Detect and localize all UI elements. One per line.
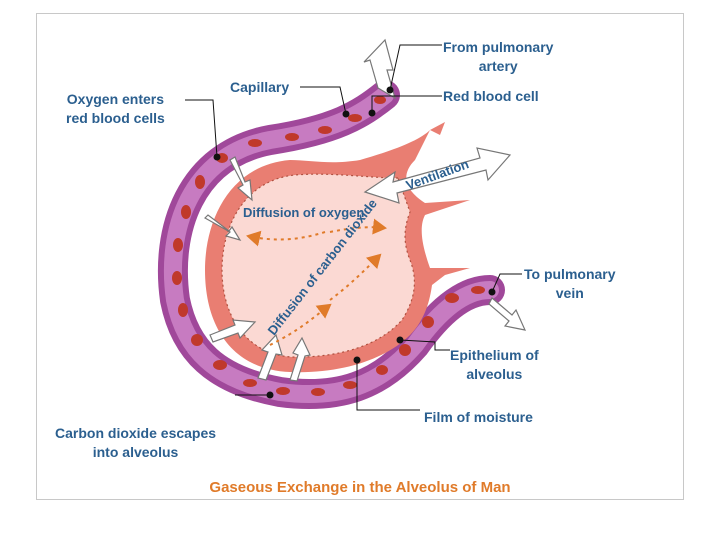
- capillary-label: Capillary: [230, 79, 290, 95]
- red-blood-cells: [172, 96, 485, 396]
- red-blood-cell: [173, 238, 183, 252]
- to-pulmonary-vein-label: To pulmonary vein: [524, 266, 616, 301]
- leader-dot: [213, 153, 221, 161]
- oxygen-in-arrow-2: [204, 214, 242, 242]
- outline-arrows: [204, 38, 527, 382]
- leader-dots: [213, 86, 496, 399]
- co2-diffusion-arrow: [269, 303, 332, 346]
- figure-caption: Gaseous Exchange in the Alveolus of Man: [209, 479, 511, 496]
- red-blood-cell: [471, 286, 485, 294]
- red-blood-cell: [195, 175, 205, 189]
- red-blood-cell: [243, 379, 257, 387]
- leader-epithelium: [399, 339, 450, 351]
- leader-dot: [353, 356, 361, 364]
- leader-dot: [488, 288, 496, 296]
- leader-dot: [386, 86, 394, 94]
- co2-out-arrow-1: [209, 319, 257, 343]
- red-blood-cell: [248, 139, 262, 147]
- oxygen-diffusion-arrow: [246, 230, 326, 247]
- epithelium-label: Epithelium of alveolus: [450, 347, 539, 382]
- red-blood-cell: [191, 334, 203, 346]
- oxygen-in-arrow: [229, 156, 253, 202]
- leader-capillary: [300, 86, 347, 115]
- red-blood-cell: [374, 96, 386, 104]
- leader-oxygen: [185, 99, 218, 158]
- co2-out-arrow-3: [289, 336, 311, 382]
- leader-vein: [491, 273, 522, 293]
- red-blood-cell: [213, 360, 227, 370]
- co2-escapes-label: Carbon dioxide escapes into alveolus: [55, 425, 217, 460]
- from-artery-arrow: [363, 38, 396, 100]
- red-blood-cell: [178, 303, 188, 317]
- red-blood-cell: [318, 126, 332, 134]
- leader-dot: [342, 110, 350, 118]
- oxygen-enters-label: Oxygen enters red blood cells: [66, 91, 165, 126]
- red-blood-cell: [172, 271, 182, 285]
- leader-rbc: [371, 95, 442, 113]
- red-blood-cell: [376, 365, 388, 375]
- leader-artery: [389, 44, 442, 91]
- red-blood-cell: [399, 344, 411, 356]
- leader-moisture: [356, 360, 420, 411]
- red-blood-cell: [285, 133, 299, 141]
- leader-dot: [266, 391, 274, 399]
- red-blood-cell: [181, 205, 191, 219]
- ventilation-arrow: [363, 147, 512, 204]
- red-blood-cell: [348, 114, 362, 122]
- leader-lines: [185, 44, 522, 411]
- red-blood-cell: [422, 316, 434, 328]
- to-vein-arrow: [488, 297, 527, 331]
- capillary-vessel: [157, 80, 505, 410]
- oxygen-diffusion-arrow-right: [329, 218, 387, 235]
- red-blood-cell-label: Red blood cell: [443, 88, 539, 104]
- red-blood-cell: [445, 293, 459, 303]
- red-blood-cell: [343, 381, 357, 389]
- diffusion-oxygen-label: Diffusion of oxygen: [243, 205, 364, 220]
- leader-dot: [368, 109, 376, 117]
- red-blood-cell: [276, 387, 290, 395]
- from-pulmonary-artery-label: From pulmonary artery: [443, 39, 554, 74]
- diffusion-arrows: [246, 218, 387, 346]
- red-blood-cell: [311, 388, 325, 396]
- co2-out-arrow-2: [257, 333, 283, 381]
- film-of-moisture-label: Film of moisture: [424, 409, 533, 425]
- co2-diffusion-arrow-2: [329, 253, 382, 301]
- leader-dot: [396, 336, 404, 344]
